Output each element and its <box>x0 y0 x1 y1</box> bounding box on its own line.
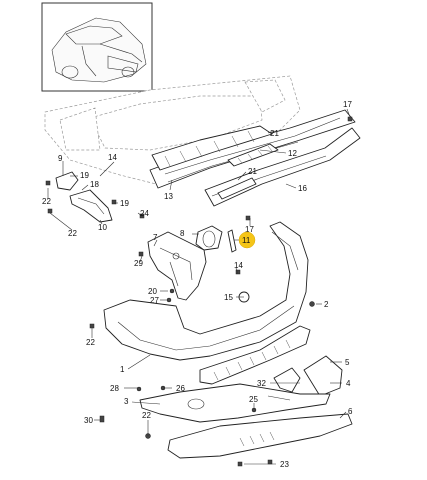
part-10-18-side-bracket <box>47 189 117 223</box>
callout-18: 18 <box>90 180 99 189</box>
callout-6: 6 <box>348 407 353 416</box>
callout-11: 11 <box>242 236 251 245</box>
callout-24: 23 <box>280 460 289 469</box>
callout-25: 25 <box>249 395 258 404</box>
callout-26: 26 <box>176 384 185 393</box>
callout-9: 9 <box>58 154 63 163</box>
callout-14b: 14 <box>234 261 243 270</box>
leader-lines <box>47 108 351 465</box>
callout-12: 12 <box>288 149 297 158</box>
callout-20: 20 <box>148 287 157 296</box>
callout-29: 29 <box>134 259 143 268</box>
callout-21: 21 <box>270 129 279 138</box>
part-11-cap <box>227 229 237 253</box>
part-21-bracket <box>217 143 279 200</box>
part-5-lower-trim <box>199 325 311 385</box>
callout-8: 8 <box>180 229 185 238</box>
callout-1: 1 <box>120 365 125 374</box>
part-32-insert <box>273 367 301 393</box>
part-13-absorber <box>151 125 273 171</box>
callout-28: 28 <box>110 384 119 393</box>
callout-19: 19 <box>80 171 89 180</box>
callout-22: 22 <box>42 197 51 206</box>
car-thumbnail-icon <box>41 2 153 92</box>
part-6-skid-plate <box>167 413 353 467</box>
body-structure <box>44 75 301 186</box>
callout-30: 30 <box>84 416 93 425</box>
part-1-bumper-cover <box>103 221 309 361</box>
callout-23: 24 <box>140 209 149 218</box>
part-8-reflector <box>195 225 223 251</box>
callout-4: 4 <box>346 379 351 388</box>
part-9-guide <box>45 171 79 191</box>
callout-10: 10 <box>98 223 107 232</box>
callout-15: 15 <box>224 293 233 302</box>
callout-labels: 9 14 19 18 22 19 10 22 24 17 21 12 21 16… <box>42 100 353 469</box>
callout-11-highlight <box>238 231 256 249</box>
callout-3: 3 <box>124 397 129 406</box>
callout-32: 32 <box>257 379 266 388</box>
part-4-diffuser <box>303 355 343 397</box>
callout-22b: 22 <box>68 229 77 238</box>
part-3-lower-cover <box>139 383 331 423</box>
callout-17b: 17 <box>245 225 254 234</box>
callout-14: 14 <box>108 153 117 162</box>
callout-5: 5 <box>345 358 350 367</box>
callout-7: 7 <box>153 233 158 242</box>
callout-16: 16 <box>298 184 307 193</box>
callout-19b: 19 <box>120 199 129 208</box>
callout-22c: 22 <box>86 338 95 347</box>
callout-2: 2 <box>324 300 329 309</box>
callout-13: 13 <box>164 192 173 201</box>
part-7-mount-bracket <box>138 231 207 301</box>
callout-21b: 21 <box>248 167 257 176</box>
callout-22d: 22 <box>142 411 151 420</box>
callout-17: 17 <box>343 100 352 109</box>
callout-27: 27 <box>150 296 159 305</box>
